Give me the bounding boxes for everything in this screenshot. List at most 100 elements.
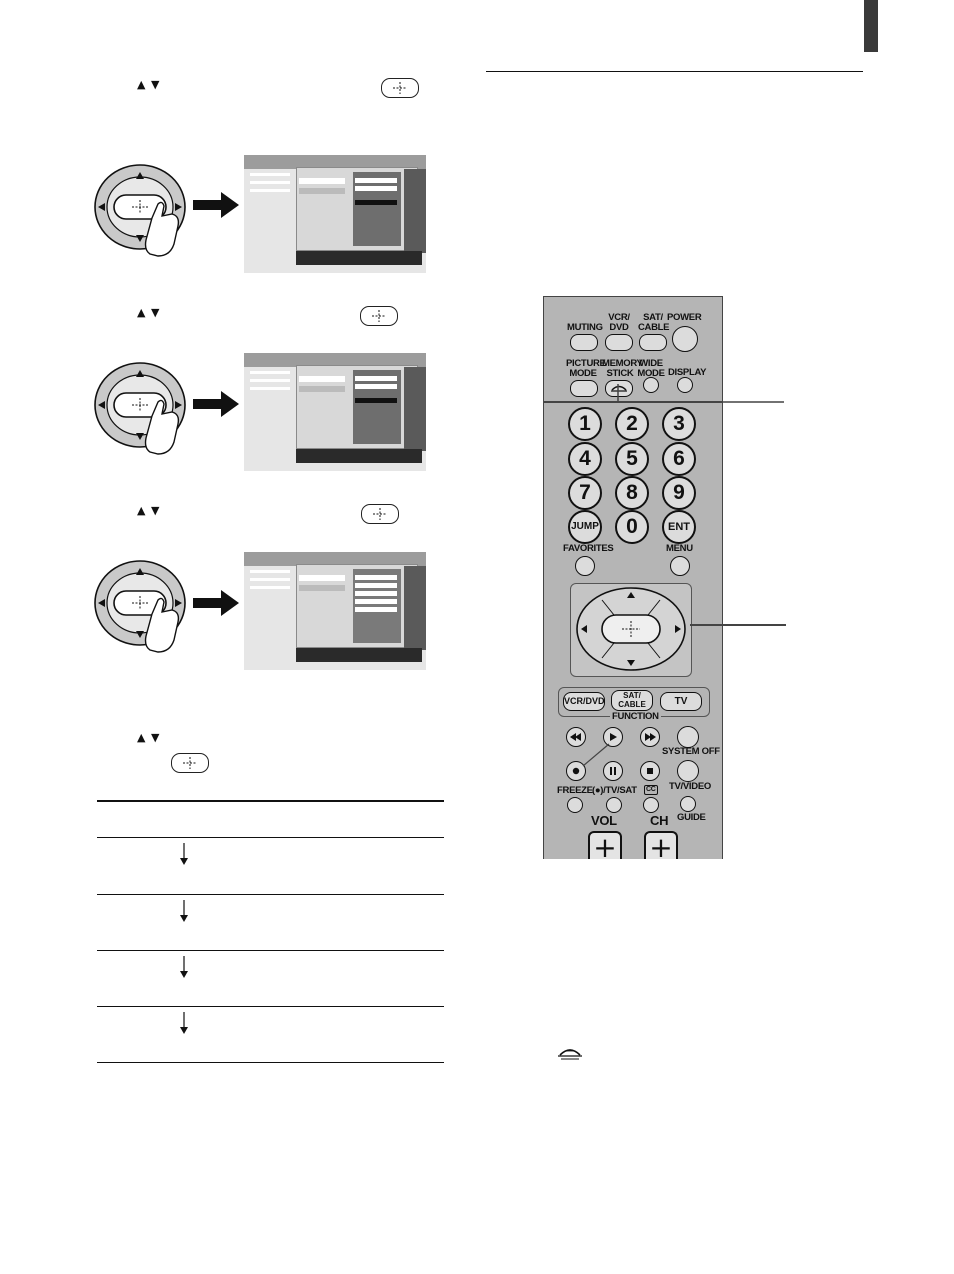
cc-label: CC — [644, 785, 658, 795]
down-arrow-icon — [180, 956, 188, 978]
down-arrow-icon — [180, 900, 188, 922]
function-tv-button[interactable]: TV — [660, 692, 702, 711]
table-bottom-rule — [97, 1062, 444, 1063]
right-arrow-icon — [193, 391, 239, 417]
pause-icon — [610, 767, 616, 775]
memory-stick-label: MEMORY STICK — [602, 358, 643, 379]
joystick[interactable] — [574, 585, 688, 673]
enter-button-icon — [360, 306, 398, 326]
record-icon — [572, 767, 580, 775]
picture-mode-label: PICTURE MODE — [566, 358, 606, 379]
number-button-0[interactable]: 0 — [615, 510, 649, 544]
down-arrow-icon — [180, 1012, 188, 1034]
table-row-rule — [97, 1006, 444, 1007]
enter-button-icon — [361, 504, 399, 524]
number-button-3[interactable]: 3 — [662, 407, 696, 441]
cc-button[interactable] — [643, 797, 659, 813]
pause-button[interactable] — [603, 761, 623, 781]
play-callout-line — [582, 743, 610, 767]
menu-label: MENU — [666, 543, 693, 554]
favorites-button[interactable] — [575, 556, 595, 576]
joystick-press-illustration — [94, 560, 186, 653]
table-row-rule — [97, 837, 444, 838]
right-arrow-icon — [193, 192, 239, 218]
number-button-8[interactable]: 8 — [615, 476, 649, 510]
vcr-dvd-button[interactable] — [605, 334, 633, 351]
wide-mode-label: WIDE MODE — [637, 358, 665, 379]
play-icon — [610, 733, 617, 741]
memory-stick-button[interactable] — [605, 380, 633, 397]
vcr-dvd-label: VCR/ DVD — [608, 312, 630, 333]
ch-label: CH — [650, 813, 669, 828]
joystick-press-illustration — [94, 164, 186, 257]
wide-mode-button[interactable] — [643, 377, 659, 393]
remote-control: MUTING VCR/ DVD SAT/ CABLE POWER PICTURE… — [543, 296, 723, 859]
table-row-rule — [97, 950, 444, 951]
freeze-button[interactable] — [567, 797, 583, 813]
number-button-1[interactable]: 1 — [568, 407, 602, 441]
joystick-press-illustration — [94, 362, 186, 455]
function-label: FUNCTION — [610, 711, 661, 722]
number-button-4[interactable]: 4 — [568, 442, 602, 476]
volume-up-button[interactable]: + — [588, 831, 622, 859]
number-button-7[interactable]: 7 — [568, 476, 602, 510]
number-button-6[interactable]: 6 — [662, 442, 696, 476]
picture-mode-button[interactable] — [570, 380, 598, 397]
display-label: DISPLAY — [668, 367, 707, 378]
record-button[interactable] — [566, 761, 586, 781]
enter-button-icon — [381, 78, 419, 98]
right-arrow-icon — [193, 590, 239, 616]
function-vcr-dvd-button[interactable]: VCR/DVD — [563, 692, 605, 711]
number-button-5[interactable]: 5 — [615, 442, 649, 476]
enter-button-icon — [171, 753, 209, 773]
up-down-arrows-icon: ▲ ▼ — [137, 504, 161, 517]
table-top-rule — [97, 800, 444, 802]
table-row-rule — [97, 894, 444, 895]
memory-stick-callout-line — [617, 384, 784, 403]
rewind-icon — [570, 733, 581, 741]
number-button-9[interactable]: 9 — [662, 476, 696, 510]
guide-label: GUIDE — [677, 812, 706, 823]
number-button-2[interactable]: 2 — [615, 407, 649, 441]
down-arrow-icon — [180, 843, 188, 865]
system-off-button[interactable] — [677, 726, 699, 748]
header-rule — [486, 71, 863, 72]
tv-screen-thumbnail — [244, 552, 426, 670]
tv-video-button[interactable] — [680, 796, 696, 812]
fast-forward-button[interactable] — [640, 727, 660, 747]
section-tab-marker — [864, 0, 878, 52]
memory-stick-icon — [611, 385, 627, 392]
stop-icon — [647, 768, 653, 774]
sat-cable-label: SAT/ CABLE — [638, 312, 670, 333]
channel-up-button[interactable]: + — [644, 831, 678, 859]
up-down-arrows-icon: ▲ ▼ — [137, 78, 161, 91]
rewind-button[interactable] — [566, 727, 586, 747]
memory-stick-icon — [558, 1049, 582, 1060]
vol-label: VOL — [591, 813, 617, 828]
power-button[interactable] — [672, 326, 698, 352]
jump-button[interactable]: JUMP — [568, 510, 602, 544]
freeze-label: FREEZE — [557, 785, 593, 796]
favorites-label: FAVORITES — [563, 543, 614, 554]
extra-button[interactable] — [677, 760, 699, 782]
display-button[interactable] — [677, 377, 693, 393]
tv-screen-thumbnail — [244, 155, 426, 273]
tv-sat-label: (●)/TV/SAT — [592, 785, 637, 796]
tv-screen-thumbnail — [244, 353, 426, 471]
system-off-label: SYSTEM OFF — [662, 746, 720, 757]
tv-sat-button[interactable] — [606, 797, 622, 813]
muting-button[interactable] — [570, 334, 598, 351]
joystick-callout-line — [690, 624, 786, 626]
tv-video-label: TV/VIDEO — [669, 781, 711, 792]
function-sat-cable-button[interactable]: SAT/ CABLE — [611, 690, 653, 711]
play-button[interactable] — [603, 727, 623, 747]
stop-button[interactable] — [640, 761, 660, 781]
fast-forward-icon — [645, 733, 656, 741]
muting-label: MUTING — [567, 322, 603, 333]
sat-cable-button[interactable] — [639, 334, 667, 351]
ent-button[interactable]: ENT — [662, 510, 696, 544]
menu-button[interactable] — [670, 556, 690, 576]
up-down-arrows-icon: ▲ ▼ — [137, 731, 161, 744]
up-down-arrows-icon: ▲ ▼ — [137, 306, 161, 319]
power-label: POWER — [667, 312, 702, 323]
